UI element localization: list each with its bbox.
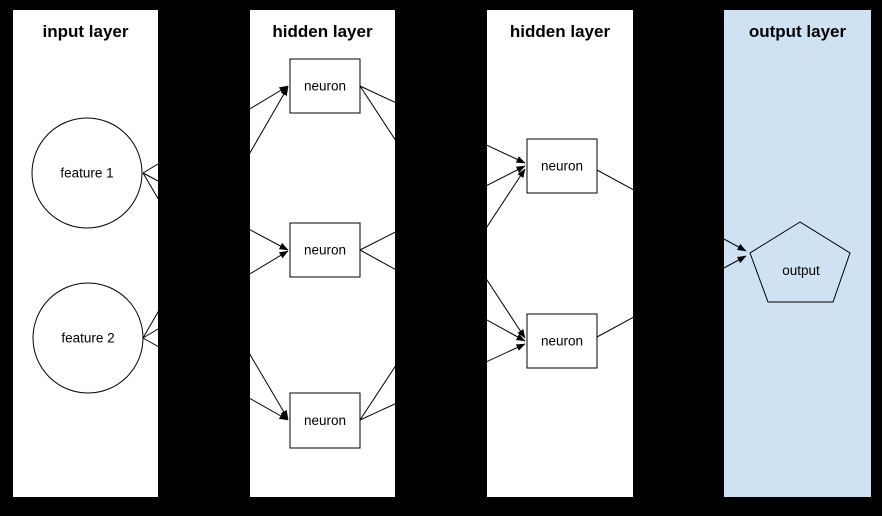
node-hidden2-neuron2 [526,313,598,369]
output-layer-title: output layer [749,22,847,41]
edge-feature1-h1n2 [142,172,289,251]
node-hidden2-neuron1 [526,138,598,194]
input-layer-title: input layer [43,22,129,41]
edge-feature1-h1n1 [142,85,289,174]
node-feature-1-label: feature 1 [60,166,113,181]
node-output-label: output [782,263,820,278]
node-feature-2 [32,282,144,394]
edge-h1n3-h2n2 [359,343,526,421]
edge-feature2-h1n1 [142,86,289,339]
edge-h2n1-output [596,169,747,252]
edge-h1n2-h2n2 [359,249,526,342]
edge-h1n1-h2n1 [359,85,526,164]
node-hidden1-neuron3 [289,392,361,449]
panel-input-layer [13,10,158,497]
edge-h1n3-h2n1 [359,168,526,421]
node-hidden1-neuron3-label: neuron [304,413,346,428]
node-output-pentagon [749,221,851,303]
node-hidden1-neuron1 [289,58,361,114]
hidden-layer-2-title: hidden layer [510,22,611,41]
node-hidden2-neuron1-label: neuron [541,159,583,174]
node-feature-1 [31,117,143,229]
node-feature-2-label: feature 2 [61,331,114,346]
node-hidden1-neuron2-label: neuron [304,243,346,258]
edge-feature1-h1n3 [142,172,289,420]
edge-h1n2-h2n1 [359,165,526,251]
panel-hidden-layer-2 [487,10,633,497]
edge-h2n2-output [596,255,747,338]
node-hidden1-neuron2 [289,222,361,278]
hidden-layer-1-title: hidden layer [272,22,373,41]
edge-feature2-h1n2 [142,250,289,339]
node-hidden2-neuron2-label: neuron [541,334,583,349]
edge-feature2-h1n3 [142,337,289,421]
edge-h1n1-h2n2 [359,85,526,339]
node-hidden1-neuron1-label: neuron [304,79,346,94]
